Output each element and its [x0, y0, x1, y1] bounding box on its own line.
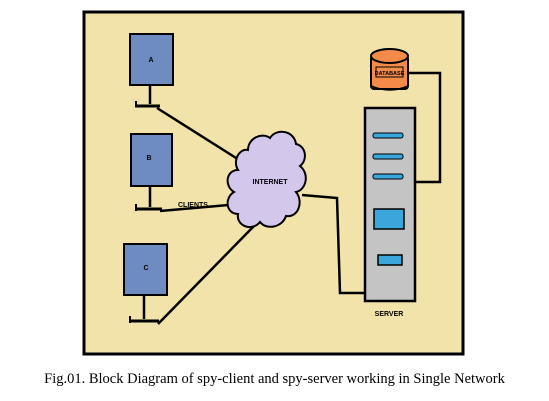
client-b: B	[130, 133, 173, 211]
server-body	[363, 106, 417, 303]
block-diagram: A B C CLIENTS INTERNET DATABASE	[82, 10, 465, 356]
cloud-shape	[226, 130, 307, 229]
database-top	[370, 48, 409, 64]
server-drive-1	[372, 132, 404, 139]
server-port	[377, 254, 403, 266]
figure-caption: Fig.01. Block Diagram of spy-client and …	[44, 371, 505, 387]
client-c: C	[123, 243, 168, 323]
server: SERVER	[363, 106, 417, 318]
database-label-box	[375, 66, 404, 78]
server-label: SERVER	[375, 311, 404, 318]
client-a: A	[129, 33, 174, 108]
client-b-screen	[130, 133, 173, 187]
connection-lines	[156, 71, 442, 325]
internet-cloud: INTERNET	[226, 130, 307, 229]
database: DATABASE	[370, 48, 409, 91]
internet-label: INTERNET	[253, 179, 289, 186]
client-a-label: A	[148, 57, 153, 64]
server-drive-2	[372, 153, 404, 160]
client-a-screen	[129, 33, 174, 86]
database-label: DATABASE	[375, 71, 405, 77]
link-client-b-internet	[159, 202, 241, 213]
clients-label: CLIENTS	[178, 202, 208, 209]
link-client-a-internet	[156, 106, 245, 165]
client-b-label: B	[146, 155, 151, 162]
link-client-c-internet	[157, 224, 256, 325]
link-database-server	[409, 71, 442, 184]
client-c-screen	[123, 243, 168, 296]
server-drive-3	[372, 173, 404, 180]
server-display	[373, 208, 405, 230]
link-internet-server	[301, 193, 365, 295]
client-c-label: C	[143, 265, 148, 272]
